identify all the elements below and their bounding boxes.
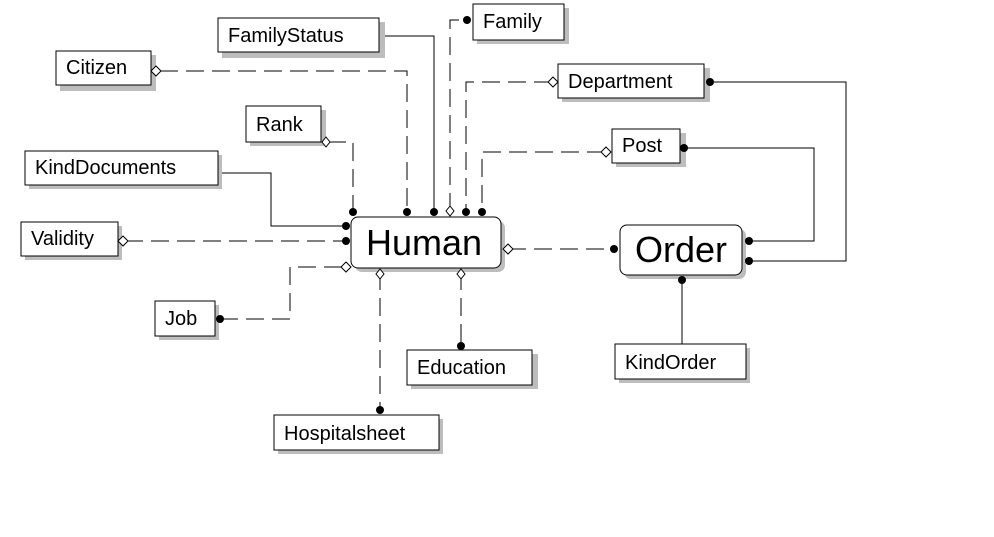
marker-dot-rank [349,208,357,216]
marker-diamond-citizen [150,65,162,77]
entity-kindorder-label: KindOrder [625,352,716,374]
marker-diamond-hospitalsheet [375,268,385,280]
marker-dot-order-department [745,257,753,265]
entity-familystatus-label: FamilyStatus [228,25,344,47]
entity-family[interactable]: Family [472,3,569,44]
entity-kinddocuments[interactable]: KindDocuments [24,150,222,189]
marker-diamond-family [445,205,455,217]
entity-education-label: Education [417,357,506,379]
marker-dot-citizen [403,208,411,216]
relationships [125,19,847,410]
marker-diamond-human-order [502,243,514,255]
rel-post-human [481,151,605,211]
entity-hospitalsheet-label: Hospitalsheet [284,423,406,445]
marker-dot-hospitalsheet [376,406,384,414]
marker-diamond-education [456,268,466,280]
entity-kindorder[interactable]: KindOrder [614,343,750,383]
marker-dot-department [462,208,470,216]
entity-department-label: Department [568,71,673,93]
relationship-markers [117,16,753,414]
entity-job-label: Job [165,308,197,330]
entity-post-label: Post [622,135,662,157]
entity-order[interactable]: Order [619,224,746,279]
marker-dot-familystatus [430,208,438,216]
entity-education[interactable]: Education [406,349,538,389]
marker-dot-post-end [680,144,688,152]
marker-dot-job [216,315,224,323]
marker-dot-order-post [745,237,753,245]
marker-dot-kinddocuments [342,222,350,230]
marker-dot-department-end [706,78,714,86]
marker-diamond-rank [321,136,331,148]
marker-dot-order-kindorder [678,276,686,284]
rel-post-order [684,147,815,242]
entity-citizen[interactable]: Citizen [55,50,156,91]
marker-dot-validity [342,237,350,245]
rel-kinddocuments-human [220,172,346,227]
rel-rank-human [328,141,354,211]
entity-hospitalsheet[interactable]: Hospitalsheet [273,414,443,454]
entity-rank[interactable]: Rank [245,105,326,146]
entity-validity[interactable]: Validity [20,221,122,260]
entity-post[interactable]: Post [611,128,686,167]
marker-diamond-validity [117,235,129,247]
marker-diamond-department [547,76,559,88]
entity-validity-label: Validity [31,228,94,250]
rel-job-human [220,266,346,320]
rel-department-order [710,81,847,262]
entity-familystatus[interactable]: FamilyStatus [217,17,385,58]
marker-diamond-job [340,261,352,273]
marker-dot-education [457,342,465,350]
entity-job[interactable]: Job [154,300,219,340]
rel-department-human [465,81,552,211]
entity-kinddocuments-label: KindDocuments [35,157,176,179]
marker-diamond-post [600,146,612,158]
marker-dot-order-human [610,245,618,253]
entity-family-label: Family [483,11,542,33]
entity-rank-label: Rank [256,114,304,136]
entity-human-label: Human [366,222,482,263]
marker-dot-post [478,208,486,216]
rel-family-human [449,19,467,211]
entity-human[interactable]: Human [350,216,505,272]
marker-dot-family [463,16,471,24]
entity-department[interactable]: Department [557,63,710,102]
rel-citizen-human [160,70,408,211]
entity-citizen-label: Citizen [66,57,127,79]
rel-familystatus-human [380,35,435,211]
entity-order-label: Order [635,229,727,270]
